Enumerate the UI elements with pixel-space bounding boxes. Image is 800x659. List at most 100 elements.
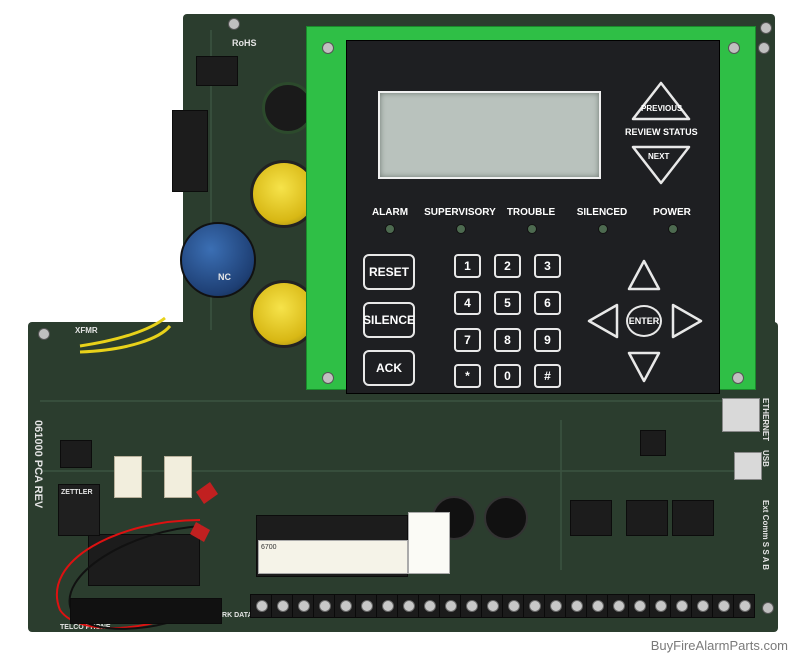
led-label-trouble: TROUBLE — [506, 207, 556, 218]
led-label-alarm: ALARM — [371, 207, 409, 218]
led-label-power: POWER — [653, 207, 691, 218]
next-label: NEXT — [648, 152, 670, 161]
terminal-screw[interactable] — [271, 594, 293, 618]
terminal-screw[interactable] — [670, 594, 692, 618]
previous-button[interactable] — [630, 80, 692, 122]
key-9[interactable]: 9 — [534, 328, 561, 352]
voltage-regulator — [626, 500, 668, 536]
silence-button[interactable]: SILENCE — [363, 302, 415, 338]
inductor — [484, 496, 528, 540]
capacitor-label: NC — [218, 272, 231, 282]
voltage-regulator — [570, 500, 612, 536]
key-7[interactable]: 7 — [454, 328, 481, 352]
key-star[interactable]: * — [454, 364, 481, 388]
led-label-supervisory: SUPERVISORY — [424, 207, 496, 218]
bracket-screw — [322, 42, 334, 54]
lcd-display — [378, 91, 601, 179]
key-3[interactable]: 3 — [534, 254, 561, 278]
led-trouble — [527, 224, 537, 234]
key-8[interactable]: 8 — [494, 328, 521, 352]
label-sticker: 6700 — [258, 540, 408, 574]
capacitor: NC — [180, 222, 256, 298]
buzzer — [262, 82, 314, 134]
right-arrow-button[interactable] — [670, 302, 704, 340]
terminal-screw[interactable] — [250, 594, 272, 618]
terminal-screw[interactable] — [712, 594, 734, 618]
watermark: BuyFireAlarmParts.com — [650, 638, 788, 653]
next-button[interactable] — [630, 144, 692, 186]
terminal-block-left — [70, 598, 222, 624]
terminal-screw[interactable] — [586, 594, 608, 618]
terminal-screw[interactable] — [607, 594, 629, 618]
ic-chip — [196, 56, 238, 86]
power-connector — [172, 110, 208, 192]
terminal-screw[interactable] — [397, 594, 419, 618]
key-6[interactable]: 6 — [534, 291, 561, 315]
down-arrow-button[interactable] — [626, 350, 662, 384]
mounting-screw — [228, 18, 240, 30]
trace — [40, 470, 740, 472]
relay — [114, 456, 142, 498]
up-arrow-button[interactable] — [626, 258, 662, 292]
xfmr-label: XFMR — [75, 326, 98, 335]
terminal-screw[interactable] — [460, 594, 482, 618]
rohs-mark: RoHS — [232, 38, 257, 48]
zettler-label: ZETTLER — [61, 489, 93, 496]
terminal-screw[interactable] — [691, 594, 713, 618]
left-arrow-button[interactable] — [586, 302, 620, 340]
terminal-screw[interactable] — [544, 594, 566, 618]
relay — [164, 456, 192, 498]
key-2[interactable]: 2 — [494, 254, 521, 278]
label-sticker — [408, 512, 450, 574]
terminal-screw[interactable] — [565, 594, 587, 618]
key-1[interactable]: 1 — [454, 254, 481, 278]
led-silenced — [598, 224, 608, 234]
terminal-screw[interactable] — [334, 594, 356, 618]
bracket-screw — [728, 42, 740, 54]
relay-block — [88, 534, 200, 586]
terminal-screw[interactable] — [418, 594, 440, 618]
terminal-screw[interactable] — [649, 594, 671, 618]
review-status-label: REVIEW STATUS — [625, 127, 698, 137]
ic-chip — [640, 430, 666, 456]
mounting-screw — [760, 22, 772, 34]
terminal-screw[interactable] — [439, 594, 461, 618]
ack-button[interactable]: ACK — [363, 350, 415, 386]
key-0[interactable]: 0 — [494, 364, 521, 388]
terminal-screw[interactable] — [376, 594, 398, 618]
key-5[interactable]: 5 — [494, 291, 521, 315]
usb-port[interactable] — [734, 452, 762, 480]
telco-phone-label: TELCO PHONE — [60, 624, 111, 631]
led-supervisory — [456, 224, 466, 234]
led-alarm — [385, 224, 395, 234]
terminal-screw[interactable] — [355, 594, 377, 618]
terminal-screw[interactable] — [628, 594, 650, 618]
mounting-screw — [758, 42, 770, 54]
model-label: 6700 — [261, 544, 277, 551]
key-hash[interactable]: # — [534, 364, 561, 388]
ic-chip — [60, 440, 92, 468]
zettler-relay: ZETTLER — [58, 484, 100, 536]
reset-button[interactable]: RESET — [363, 254, 415, 290]
trace — [210, 30, 212, 330]
led-label-silenced: SILENCED — [576, 207, 628, 218]
terminal-screw[interactable] — [292, 594, 314, 618]
mounting-screw — [762, 602, 774, 614]
terminal-screw[interactable] — [313, 594, 335, 618]
terminal-screw[interactable] — [502, 594, 524, 618]
network-data-label: NETWORK DATA — [196, 612, 253, 619]
key-4[interactable]: 4 — [454, 291, 481, 315]
bracket-screw — [322, 372, 334, 384]
voltage-regulator — [672, 500, 714, 536]
trace — [560, 420, 562, 570]
terminal-screw[interactable] — [481, 594, 503, 618]
led-power — [668, 224, 678, 234]
mounting-screw — [38, 328, 50, 340]
bracket-screw — [732, 372, 744, 384]
ethernet-port[interactable] — [722, 398, 760, 432]
terminal-screw[interactable] — [523, 594, 545, 618]
enter-button[interactable]: ENTER — [626, 305, 662, 337]
trace — [40, 400, 760, 402]
terminal-screw[interactable] — [733, 594, 755, 618]
previous-label: PREVIOUS — [641, 104, 683, 113]
